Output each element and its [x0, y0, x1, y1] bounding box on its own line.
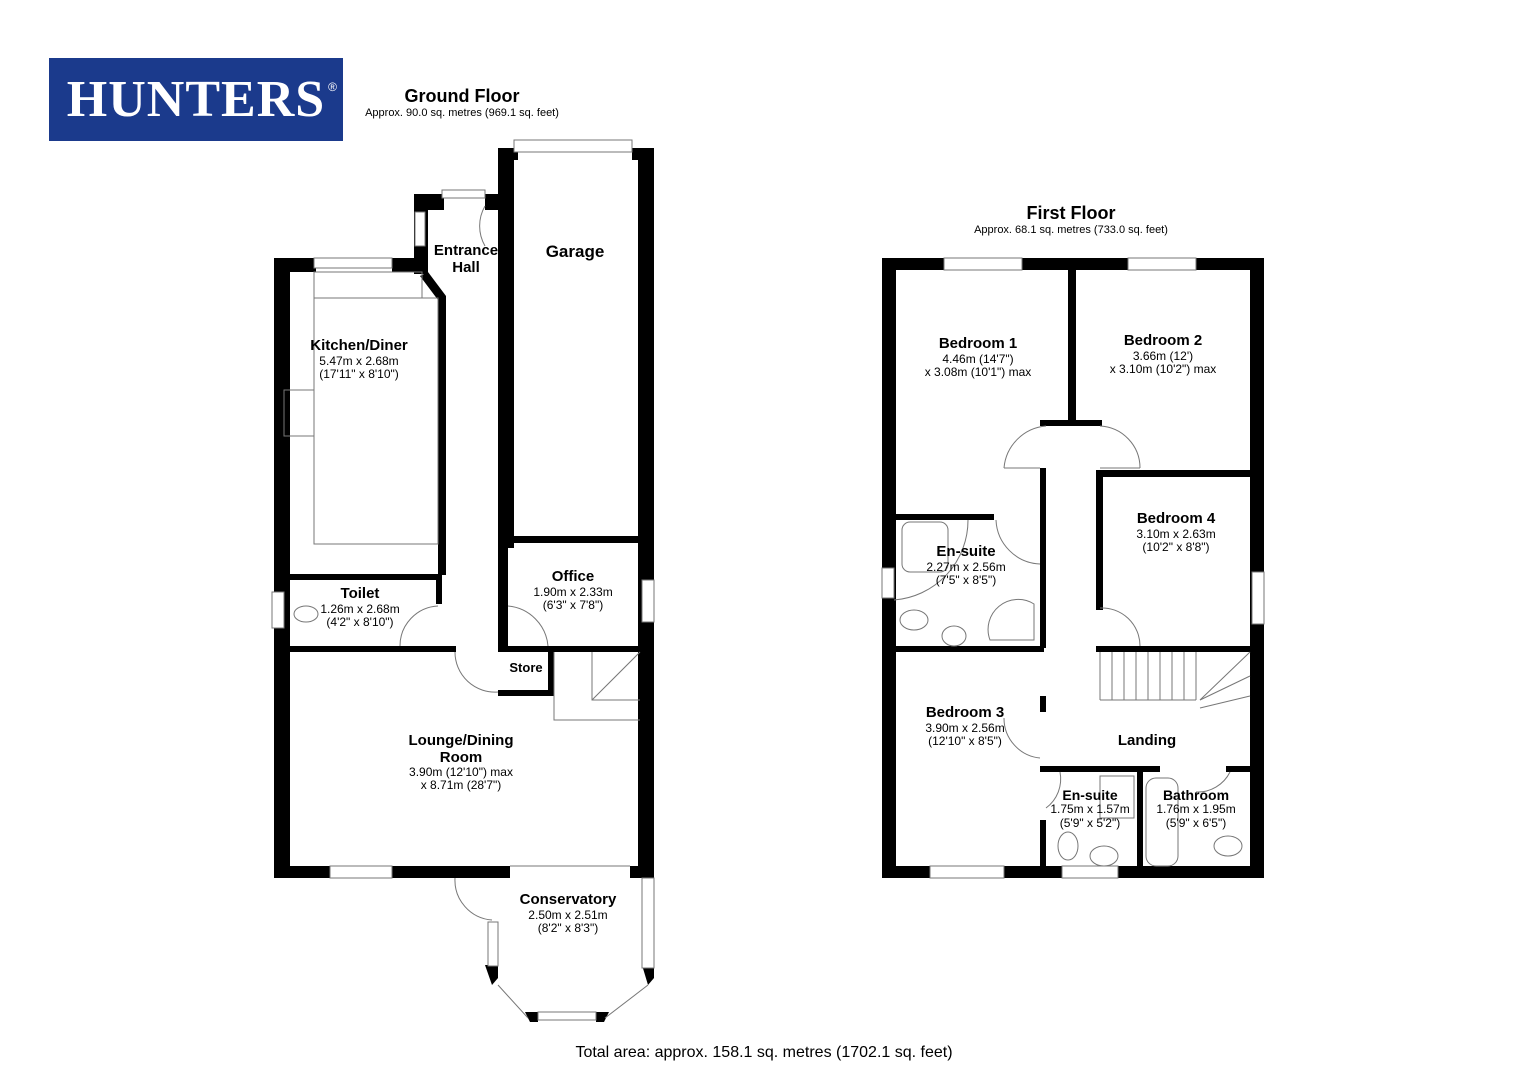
room-dimensions-imperial: x 3.08m (10'1") max [924, 364, 1032, 379]
room-dimensions: 1.76m x 1.95m [1156, 802, 1236, 817]
first-floor-title: First Floor [1026, 203, 1116, 223]
room-dimensions-imperial: (17'11" x 8'10") [319, 366, 399, 381]
room-dimensions: 3.90m x 2.56m [925, 720, 1005, 735]
registered-mark: ® [328, 80, 337, 94]
room-lounge-dining: Lounge/Dining Room 3.90m (12'10") max x … [408, 732, 514, 793]
room-name-line2: Room [439, 748, 483, 766]
room-dimensions-imperial: (12'10" x 8'5") [928, 733, 1002, 748]
room-bedroom-2: Bedroom 2 3.66m (12') x 3.10m (10'2") ma… [1109, 332, 1217, 376]
room-bathroom: Bathroom 1.76m x 1.95m (5'9" x 6'5") [1156, 787, 1236, 830]
room-dimensions: 3.90m (12'10") max [409, 765, 513, 779]
room-garage: Garage [545, 242, 605, 262]
room-dimensions-imperial: (7'5" x 8'5") [935, 572, 997, 587]
room-dimensions: 3.66m (12') [1132, 348, 1194, 363]
room-name-line2: Hall [452, 258, 480, 276]
room-landing: Landing [1117, 732, 1177, 750]
room-toilet: Toilet 1.26m x 2.68m (4'2" x 8'10") [320, 585, 400, 629]
room-en-suite-2: En-suite 1.75m x 1.57m (5'9" x 5'2") [1050, 787, 1130, 830]
room-en-suite-1: En-suite 2.27m x 2.56m (7'5" x 8'5") [926, 543, 1006, 587]
room-dimensions: 2.27m x 2.56m [926, 559, 1006, 574]
room-dimensions: 1.75m x 1.57m [1050, 802, 1130, 817]
room-name: Kitchen/Diner [310, 337, 408, 354]
ground-floor-area: Approx. 90.0 sq. metres (969.1 sq. feet) [365, 107, 559, 119]
room-dimensions: 2.50m x 2.51m [528, 907, 608, 922]
room-dimensions-imperial: (8'2" x 8'3") [537, 920, 599, 935]
hunters-logo: HUNTERS ® [49, 58, 343, 141]
room-dimensions: 3.10m x 2.63m [1136, 526, 1216, 541]
room-office: Office 1.90m x 2.33m (6'3" x 7'8") [533, 568, 613, 612]
room-kitchen-diner: Kitchen/Diner 5.47m x 2.68m (17'11" x 8'… [310, 337, 408, 381]
room-dimensions-imperial: x 3.10m (10'2") max [1109, 361, 1217, 376]
room-dimensions-imperial: (10'2" x 8'8") [1142, 539, 1210, 554]
room-name: Bedroom 3 [925, 704, 1005, 721]
room-bedroom-3: Bedroom 3 3.90m x 2.56m (12'10" x 8'5") [925, 704, 1005, 748]
ground-floor-walls [274, 148, 654, 1022]
first-floor-fixtures [881, 257, 1265, 879]
room-name: Bedroom 1 [938, 335, 1018, 352]
room-name: Bathroom [1162, 787, 1230, 803]
ground-floor-fixtures [271, 139, 655, 1021]
room-dimensions-imperial: (5'9" x 6'5") [1165, 815, 1227, 830]
room-bedroom-1: Bedroom 1 4.46m (14'7") x 3.08m (10'1") … [924, 335, 1032, 379]
room-name: Landing [1117, 732, 1177, 749]
room-store: Store [509, 660, 543, 675]
brand-name: HUNTERS [66, 71, 326, 128]
room-name: Office [551, 568, 595, 585]
room-dimensions: 1.90m x 2.33m [533, 584, 613, 599]
first-floor-heading: First Floor Approx. 68.1 sq. metres (733… [960, 203, 1182, 236]
room-name: Lounge/Dining [408, 732, 514, 749]
room-dimensions-imperial: x 8.71m (28'7") [420, 778, 502, 793]
room-dimensions: 1.26m x 2.68m [320, 601, 400, 616]
room-name: Store [509, 660, 543, 675]
ground-floor-title: Ground Floor [404, 86, 520, 106]
room-entrance-hall: Entrance Hall [433, 242, 499, 276]
room-name: Entrance [433, 242, 499, 259]
room-dimensions: 4.46m (14'7") [942, 351, 1014, 366]
room-dimensions: 5.47m x 2.68m [319, 353, 399, 368]
room-name: Bedroom 2 [1123, 332, 1203, 349]
room-name: En-suite [936, 543, 996, 560]
ground-floor-heading: Ground Floor Approx. 90.0 sq. metres (96… [352, 86, 572, 119]
room-name: Conservatory [519, 891, 617, 908]
room-conservatory: Conservatory 2.50m x 2.51m (8'2" x 8'3") [519, 891, 617, 935]
room-name: Toilet [340, 585, 380, 602]
room-dimensions-imperial: (5'9" x 5'2") [1059, 815, 1121, 830]
total-area: Total area: approx. 158.1 sq. metres (17… [575, 1044, 953, 1061]
room-dimensions-imperial: (4'2" x 8'10") [326, 614, 394, 629]
room-name: Garage [545, 242, 605, 261]
first-floor-area: Approx. 68.1 sq. metres (733.0 sq. feet) [974, 224, 1168, 236]
room-name: Bedroom 4 [1136, 510, 1216, 527]
room-name: En-suite [1062, 787, 1118, 803]
room-bedroom-4: Bedroom 4 3.10m x 2.63m (10'2" x 8'8") [1136, 510, 1216, 554]
room-dimensions-imperial: (6'3" x 7'8") [542, 597, 604, 612]
